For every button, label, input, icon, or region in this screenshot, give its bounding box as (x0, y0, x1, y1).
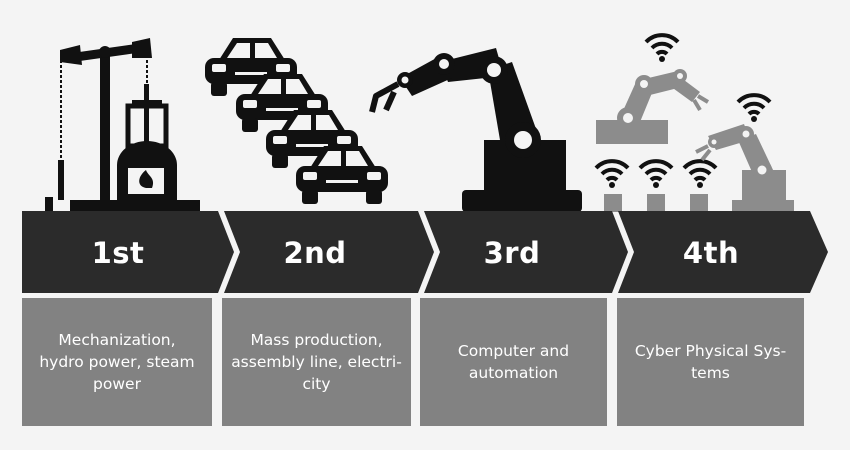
stage-description-text-2: Mass production, assembly line, electri-… (231, 331, 402, 393)
stage-label-4: 4th (682, 236, 740, 270)
robot-arm-icon (369, 48, 582, 212)
connected-robots-icon (594, 33, 794, 212)
timeline-segment-4 (618, 211, 828, 293)
stage-description-text-1: Mechanization, hydro power, steam power (39, 331, 195, 393)
timeline-segment-1 (22, 211, 234, 293)
illustrations (45, 33, 794, 212)
timeline-segment-2 (224, 211, 434, 293)
stage-label-2: 2nd (283, 236, 347, 270)
stage-label-3: 3rd (483, 236, 541, 270)
timeline-segment-3 (424, 211, 628, 293)
stage-description-text-3: Computer and automation (457, 342, 570, 382)
stage-description-3: Computer and automation (420, 298, 607, 426)
steam-engine-icon (45, 38, 200, 212)
stage-description-text-4: Cyber Physical Sys- tems (634, 342, 787, 382)
stage-description-4: Cyber Physical Sys- tems (617, 298, 804, 426)
timeline-arrow (22, 211, 828, 293)
stage-label-1: 1st (91, 236, 145, 270)
cars-assembly-icon (205, 38, 388, 204)
stage-description-2: Mass production, assembly line, electri-… (222, 298, 411, 426)
stage-description-1: Mechanization, hydro power, steam power (22, 298, 212, 426)
